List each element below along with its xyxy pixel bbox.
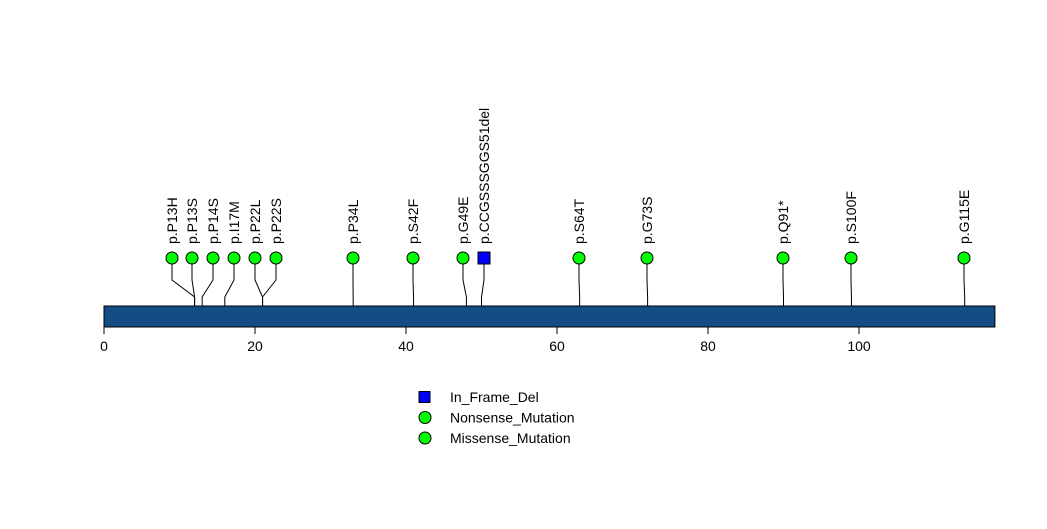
legend-square-icon bbox=[419, 392, 430, 403]
legend-circle-icon bbox=[419, 432, 431, 444]
mutation-head-circle bbox=[407, 252, 419, 264]
mutation-label: p.S64T bbox=[571, 198, 587, 244]
mutation-head-circle bbox=[958, 252, 970, 264]
mutation-head-circle bbox=[845, 252, 857, 264]
mutation-label: p.G49E bbox=[455, 197, 471, 244]
mutation-label: p.P34L bbox=[345, 199, 361, 244]
mutation-stem bbox=[579, 258, 580, 306]
mutation-label: p.P22L bbox=[247, 199, 263, 244]
mutation-label: p.P13S bbox=[184, 198, 200, 244]
mutation-stem bbox=[255, 258, 263, 306]
protein-bar bbox=[104, 306, 995, 327]
mutation-stem bbox=[192, 258, 195, 306]
x-tick-label: 80 bbox=[700, 338, 716, 354]
mutation-stem bbox=[225, 258, 234, 306]
mutation-label: p.S100F bbox=[843, 191, 859, 244]
mutation-head-circle bbox=[228, 252, 240, 264]
mutation-label: p.S42F bbox=[405, 199, 421, 244]
mutation-head-circle bbox=[166, 252, 178, 264]
mutation-head-circle bbox=[347, 252, 359, 264]
legend-label: In_Frame_Del bbox=[450, 389, 539, 405]
mutation-head-circle bbox=[457, 252, 469, 264]
mutation-head-circle bbox=[573, 252, 585, 264]
x-tick-label: 20 bbox=[247, 338, 263, 354]
mutation-head-square bbox=[478, 252, 490, 264]
mutation-stem bbox=[783, 258, 784, 306]
x-tick-label: 0 bbox=[100, 338, 108, 354]
legend-circle-icon bbox=[419, 412, 431, 424]
legend-label: Missense_Mutation bbox=[450, 430, 571, 446]
mutation-stem bbox=[263, 258, 276, 306]
mutation-label: p.G115E bbox=[956, 190, 972, 244]
x-tick-label: 100 bbox=[847, 338, 871, 354]
mutation-label: p.P13H bbox=[164, 197, 180, 244]
mutation-label: p.I17M bbox=[226, 201, 242, 244]
mutation-label: p.Q91* bbox=[775, 200, 791, 244]
mutation-head-circle bbox=[641, 252, 653, 264]
mutation-head-circle bbox=[777, 252, 789, 264]
mutation-label: p.G73S bbox=[639, 197, 655, 244]
mutation-stem bbox=[964, 258, 965, 306]
mutation-head-circle bbox=[186, 252, 198, 264]
x-tick-label: 60 bbox=[549, 338, 565, 354]
mutation-stem bbox=[463, 258, 466, 306]
mutation-stem bbox=[202, 258, 213, 306]
mutation-label: p.P14S bbox=[205, 198, 221, 244]
mutation-head-circle bbox=[207, 252, 219, 264]
mutation-stem bbox=[413, 258, 414, 306]
mutation-stem bbox=[172, 258, 195, 306]
legend-label: Nonsense_Mutation bbox=[450, 410, 575, 426]
mutation-label: p.P22S bbox=[268, 198, 284, 244]
mutation-head-circle bbox=[270, 252, 282, 264]
x-tick-label: 40 bbox=[398, 338, 414, 354]
mutation-stem bbox=[647, 258, 648, 306]
mutation-head-circle bbox=[249, 252, 261, 264]
mutation-label: p.CCGSSSGGS51del bbox=[476, 108, 492, 244]
mutation-stem bbox=[482, 258, 485, 306]
